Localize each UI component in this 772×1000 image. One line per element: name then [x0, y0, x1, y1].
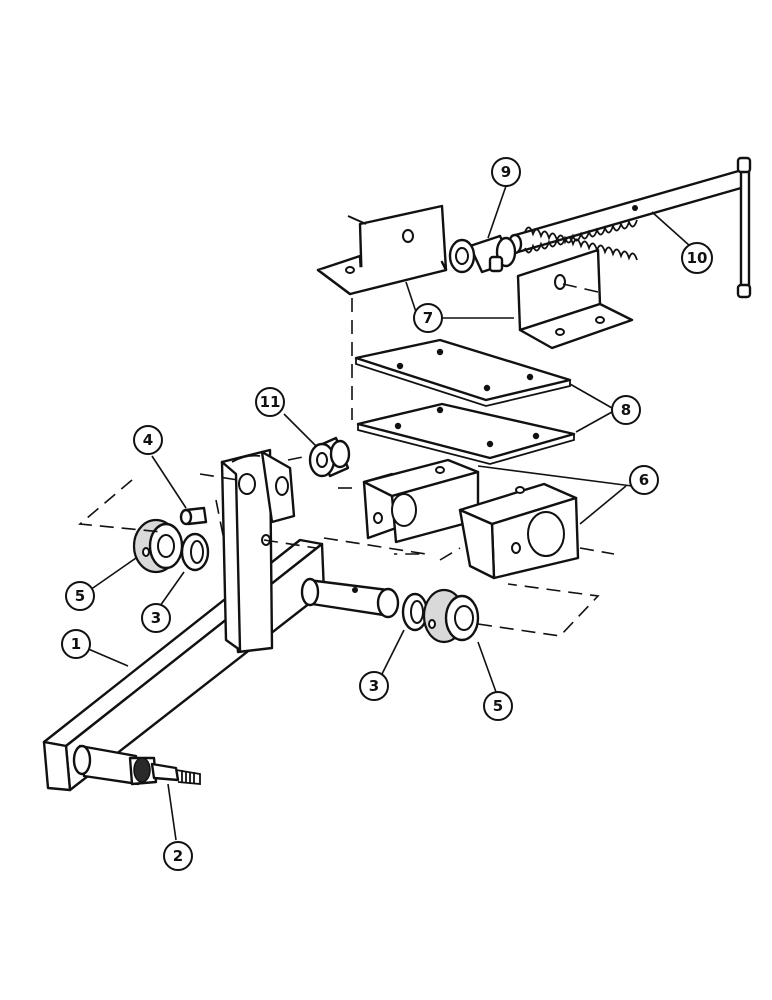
svg-text:3: 3	[151, 609, 161, 627]
angle-bracket-7-right	[516, 248, 634, 350]
callout-3-left: 3	[141, 603, 171, 633]
shaft-10	[507, 156, 752, 299]
callout-3-right: 3	[359, 671, 389, 701]
callout-2: 2	[163, 841, 193, 871]
bearing-5-left	[132, 518, 184, 574]
angle-bracket-7-left	[316, 204, 448, 296]
callout-11: 11	[255, 387, 285, 417]
bushing-11	[308, 436, 351, 478]
washer-3-right	[401, 592, 429, 632]
callout-6: 6	[629, 465, 659, 495]
collar-9	[448, 234, 517, 274]
svg-text:9: 9	[501, 163, 511, 181]
svg-text:3: 3	[369, 677, 379, 695]
bracket-6-left	[362, 458, 480, 544]
svg-text:2: 2	[173, 847, 183, 865]
pivot-shaft	[300, 577, 400, 619]
svg-text:5: 5	[493, 697, 503, 715]
bracket-6-right	[458, 482, 580, 580]
svg-text:6: 6	[639, 471, 649, 489]
callout-10: 10	[681, 242, 713, 274]
svg-text:7: 7	[423, 309, 433, 327]
bearing-5-right	[422, 588, 480, 644]
callout-4: 4	[133, 425, 163, 455]
svg-text:10: 10	[687, 249, 708, 267]
svg-text:5: 5	[75, 587, 85, 605]
callout-5-right: 5	[483, 691, 513, 721]
plate-8-upper	[354, 338, 572, 407]
leader-lines	[85, 185, 691, 841]
lever-arm	[220, 448, 296, 654]
callout-9: 9	[491, 157, 521, 187]
spring	[524, 219, 638, 261]
stub-shaft-2	[72, 744, 201, 786]
svg-text:11: 11	[260, 393, 281, 411]
callout-5-left: 5	[65, 581, 95, 611]
svg-text:4: 4	[143, 431, 153, 449]
callout-8: 8	[611, 395, 641, 425]
svg-text:1: 1	[71, 635, 81, 653]
alignment-lines	[78, 298, 615, 637]
svg-text:8: 8	[621, 401, 631, 419]
callout-1: 1	[61, 629, 91, 659]
pin-4	[179, 506, 208, 526]
callout-7: 7	[413, 303, 443, 333]
washer-3-left	[180, 532, 210, 572]
plate-8-lower	[356, 402, 576, 465]
